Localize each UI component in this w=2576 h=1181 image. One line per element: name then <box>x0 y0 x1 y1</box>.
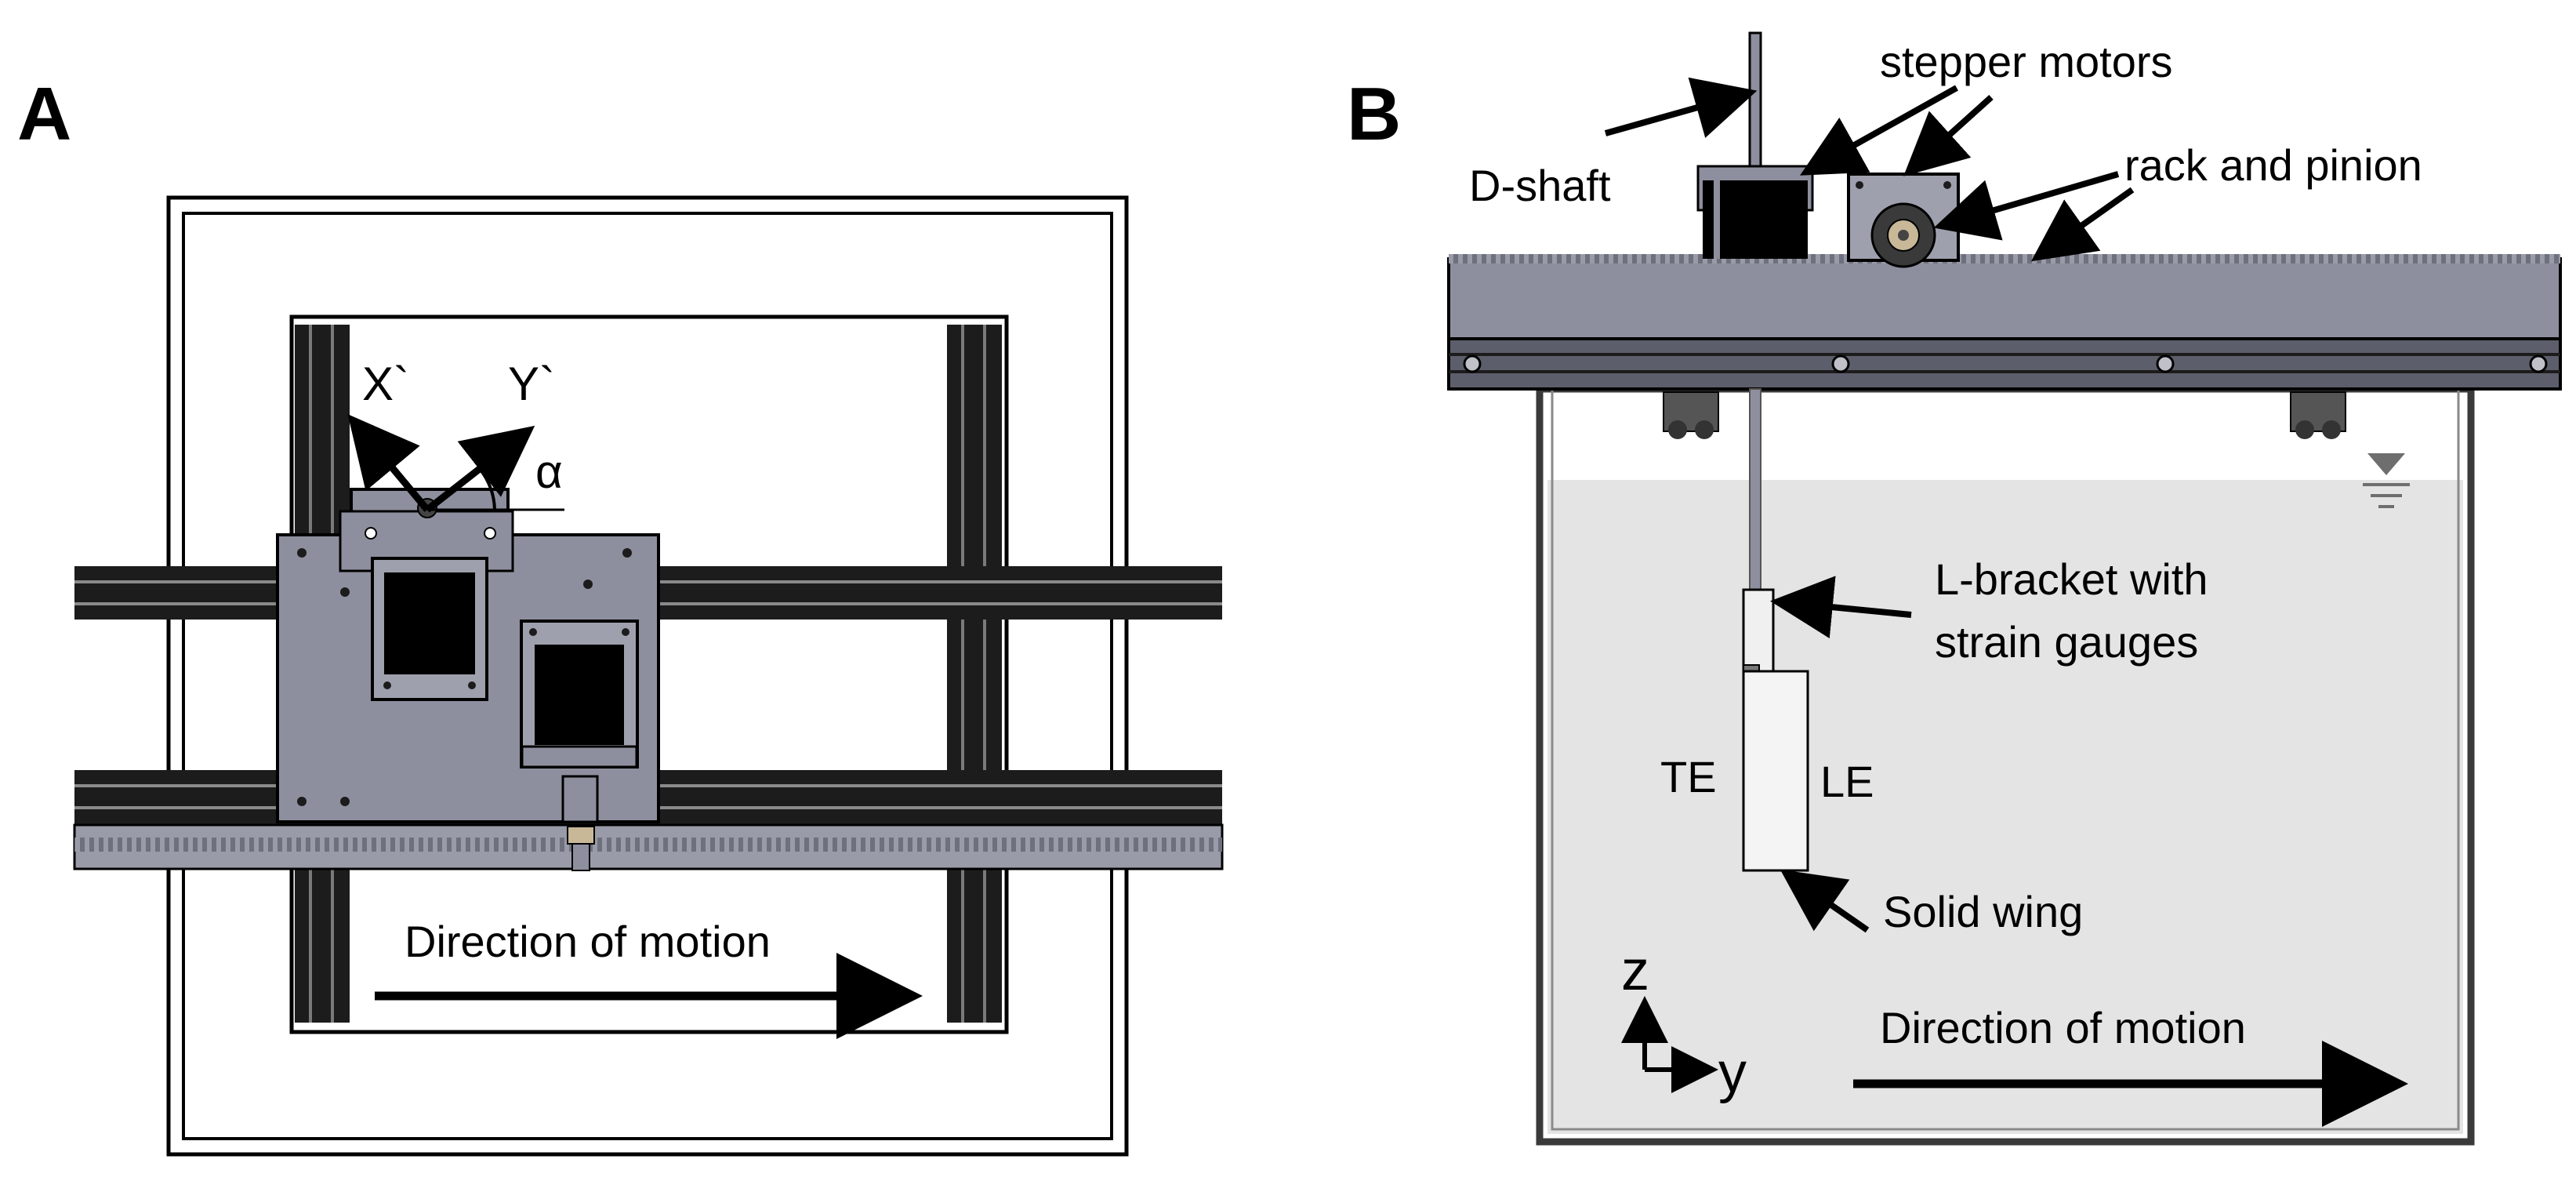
rack-pinion-arrow-2 <box>2030 187 2135 262</box>
axis-y-prime-label: Y` <box>508 358 555 410</box>
outer-frame <box>166 195 1129 1157</box>
angle-alpha-label: α <box>535 445 563 498</box>
l-bracket-arrow <box>1770 576 1912 639</box>
x-prime-arrow <box>347 414 430 512</box>
vertical-rail-right <box>947 325 1002 1023</box>
water-surface-symbol <box>2363 453 2410 508</box>
water-tank <box>1536 385 2475 1146</box>
gantry-beam <box>1447 254 2562 391</box>
solid-wing-arrow <box>1780 869 1870 933</box>
stepper-arrow-1 <box>1800 85 1958 176</box>
rack-pinion-arrow-1 <box>1933 171 2120 241</box>
rack-and-pinion-label: rack and pinion <box>2124 140 2422 190</box>
stepper-motor-1 <box>1696 165 1814 259</box>
panel-b-label: B <box>1347 72 1401 156</box>
axis-z-label: z <box>1621 939 1649 1002</box>
l-bracket-label-line2: strain gauges <box>1935 617 2198 667</box>
solid-wing <box>1742 670 1809 872</box>
d-shaft-arrow <box>1604 77 1758 138</box>
axis-y-label: y <box>1718 1041 1747 1104</box>
l-bracket-label-line1: L-bracket with <box>1935 554 2208 604</box>
panel-b: B <box>1347 31 2562 1146</box>
rack-bar <box>73 823 1224 870</box>
leading-edge-label: LE <box>1820 757 1874 806</box>
y-prime-arrow <box>425 425 535 513</box>
zy-coordinate-frame: z y <box>1621 939 1747 1104</box>
solid-wing-label: Solid wing <box>1883 887 2083 936</box>
stepper-motors-label: stepper motors <box>1880 37 2173 86</box>
panel-a-label: A <box>17 72 71 156</box>
annotation-arrows <box>1604 77 2135 933</box>
direction-of-motion-label-a: Direction of motion <box>405 917 771 966</box>
rotation-motor-mount <box>339 488 514 701</box>
panel-a: A <box>17 72 1224 1157</box>
direction-of-motion-label-b: Direction of motion <box>1880 1003 2246 1052</box>
trailing-edge-label: TE <box>1660 752 1717 801</box>
beam-wheels <box>1663 391 2346 439</box>
angle-arc <box>478 467 496 511</box>
water-body <box>1547 480 2463 1134</box>
stepper-arrow-2 <box>1903 95 1994 176</box>
d-shaft-label: D-shaft <box>1469 161 1611 210</box>
translation-motor <box>520 620 639 871</box>
local-axes: X` Y` α <box>347 358 564 513</box>
stepper-motor-2 <box>1847 173 1960 268</box>
axis-x-prime-label: X` <box>362 358 409 410</box>
